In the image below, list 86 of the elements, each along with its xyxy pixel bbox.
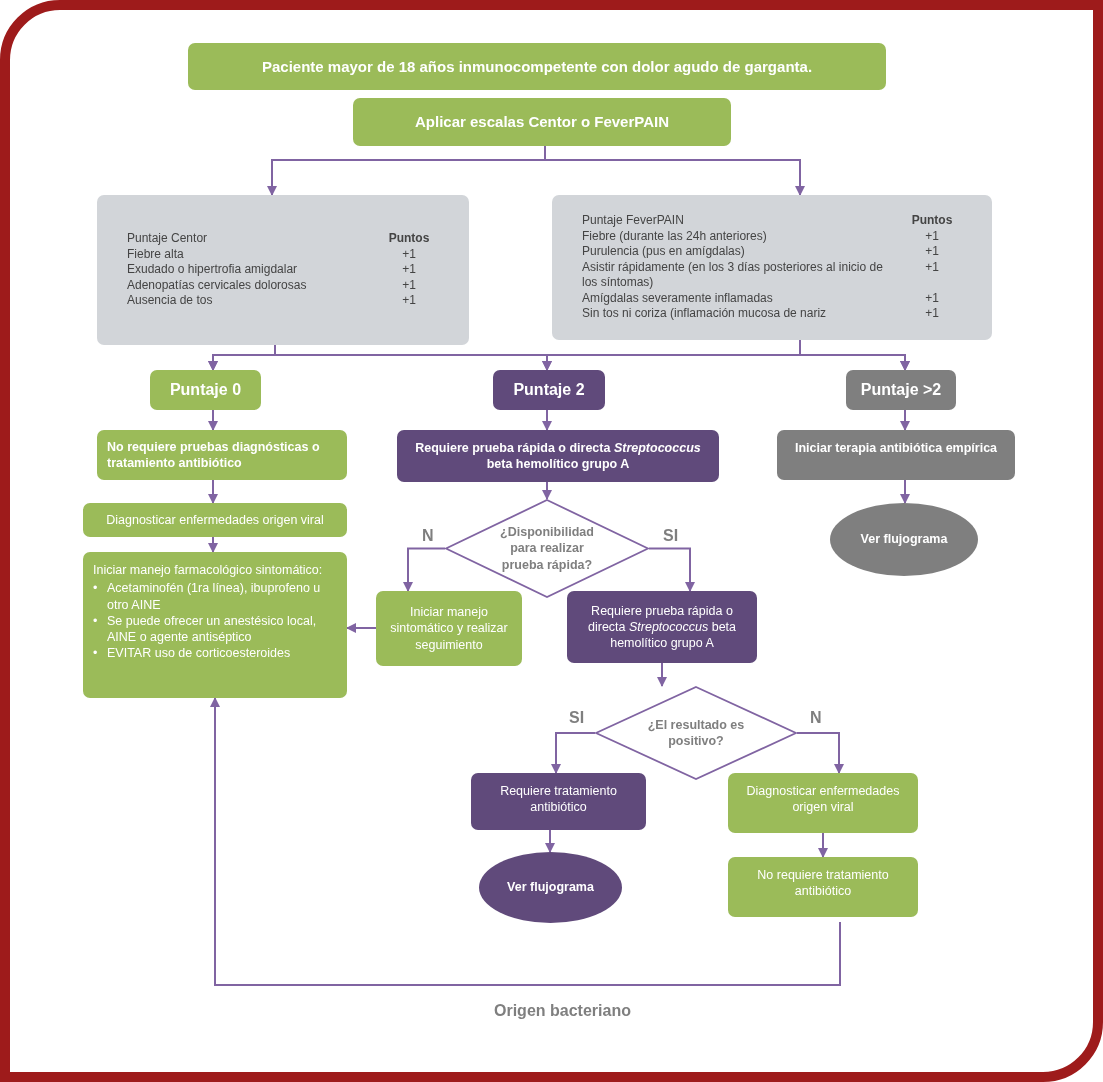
arrow [648, 547, 695, 592]
node-text: Iniciar terapia antibiótica empírica [794, 440, 998, 457]
node-text: Puntaje 2 [513, 379, 585, 400]
node-text: Ver flujograma [506, 879, 595, 896]
process-box [353, 98, 731, 146]
score-table-box [97, 195, 469, 345]
arrow [796, 732, 844, 774]
criterion-text: Adenopatías cervicales dolorosas [127, 277, 308, 294]
points-value: +1 [924, 290, 940, 307]
bullet-mark: • [93, 580, 99, 598]
process-box [376, 591, 522, 666]
node-text: Diagnosticar enfermedades origen viral [106, 511, 324, 529]
node-text: No requiere tratamiento antibiótico [756, 867, 890, 900]
decision-diamond [595, 686, 797, 780]
arrow [900, 479, 910, 504]
criterion-text: Ausencia de tos [127, 293, 214, 309]
node-text: Ver flujograma [859, 531, 949, 548]
points-value: +1 [401, 293, 417, 309]
node-text: Requiere tratamiento antibiótico [499, 783, 618, 816]
node-text: Diagnosticar enfermedades origen viral [745, 783, 901, 816]
criterion-text: Asistir rápidamente (en los 3 días posteriores al inicio de los síntomas) [582, 259, 884, 291]
process-box [83, 503, 347, 537]
points-value: +1 [924, 306, 940, 323]
process-box [567, 591, 757, 663]
node-text: Iniciar manejo sintomático y realizar seguimiento [389, 604, 509, 653]
list-item: Acetaminofén (1ra línea), ibuprofeno u otro AINE [107, 580, 322, 613]
points-value: +1 [924, 259, 940, 276]
arrow [210, 697, 841, 986]
arrow [542, 481, 552, 500]
criterion-text: Amígdalas severamente inflamadas [582, 290, 774, 307]
node-text: Requiere prueba rápida o directa Streptococcus beta hemolítico grupo A [587, 602, 737, 652]
points-value: Puntos [910, 212, 954, 229]
criterion-text: Sin tos ni coriza (inflamación mucosa de nariz [582, 306, 828, 323]
terminal-ellipse [830, 503, 978, 576]
arrow [542, 409, 552, 431]
node-text: No requiere pruebas diagnósticas o tratamiento antibiótico [107, 438, 321, 472]
node-text: Paciente mayor de 18 años inmunocompetente con dolor agudo de garganta. [261, 56, 813, 77]
bullet-mark: • [93, 612, 99, 630]
score-table-box [552, 195, 992, 340]
points-value: +1 [401, 277, 417, 294]
arrow [403, 547, 446, 592]
criterion-text: Puntaje Centor [127, 231, 209, 247]
node-text: Aplicar escalas Centor o FeverPAIN [415, 112, 669, 132]
process-box [83, 552, 347, 698]
node-text: Iniciar manejo farmacológico sintomático: [93, 562, 324, 579]
process-box [728, 857, 918, 917]
criterion-text: Purulencia (pus en amígdalas) [582, 244, 746, 260]
arrow [799, 339, 910, 371]
arrow [208, 536, 218, 553]
process-box [493, 370, 605, 410]
points-value: +1 [924, 228, 940, 245]
bullet-mark: • [93, 645, 99, 662]
node-text: Puntaje >2 [860, 379, 942, 400]
arrow [346, 623, 377, 633]
process-box [846, 370, 956, 410]
points-value: Puntos [387, 231, 431, 247]
criterion-text: Fiebre (durante las 24h anteriores) [582, 228, 768, 245]
terminal-ellipse [479, 852, 622, 923]
arrow [545, 829, 555, 853]
list-item: EVITAR uso de corticoesteroides [107, 645, 292, 662]
node-text: ¿El resultado es positivo? [646, 716, 746, 750]
process-box [188, 43, 886, 90]
criterion-text: Puntaje FeverPAIN [582, 212, 685, 229]
process-box [777, 430, 1015, 480]
list-item: Se puede ofrecer un anestésico local, AINE o agente antiséptico [107, 612, 318, 646]
points-value: +1 [401, 262, 417, 278]
arrow [544, 145, 805, 196]
process-box [150, 370, 261, 410]
process-box [728, 773, 918, 833]
process-box [471, 773, 646, 830]
criterion-text: Fiebre alta [127, 246, 185, 263]
arrow [900, 409, 910, 431]
process-box [397, 430, 719, 482]
arrow [551, 732, 596, 774]
arrow [818, 832, 828, 858]
node-text: Requiere prueba rápida o directa Streptococcus beta hemolítico grupo A [414, 439, 702, 473]
criterion-text: Exudado o hipertrofia amigdalar [127, 262, 299, 278]
points-value: +1 [924, 244, 940, 260]
arrow [208, 409, 218, 431]
process-box [97, 430, 347, 480]
arrow [657, 662, 667, 687]
arrow [208, 479, 218, 504]
node-text: ¿Disponibilidad para realizar prueba rápida? [499, 524, 595, 573]
node-text: Puntaje 0 [169, 379, 242, 400]
edge-label: Origen bacteriano [492, 1002, 633, 1020]
points-value: +1 [401, 246, 417, 263]
